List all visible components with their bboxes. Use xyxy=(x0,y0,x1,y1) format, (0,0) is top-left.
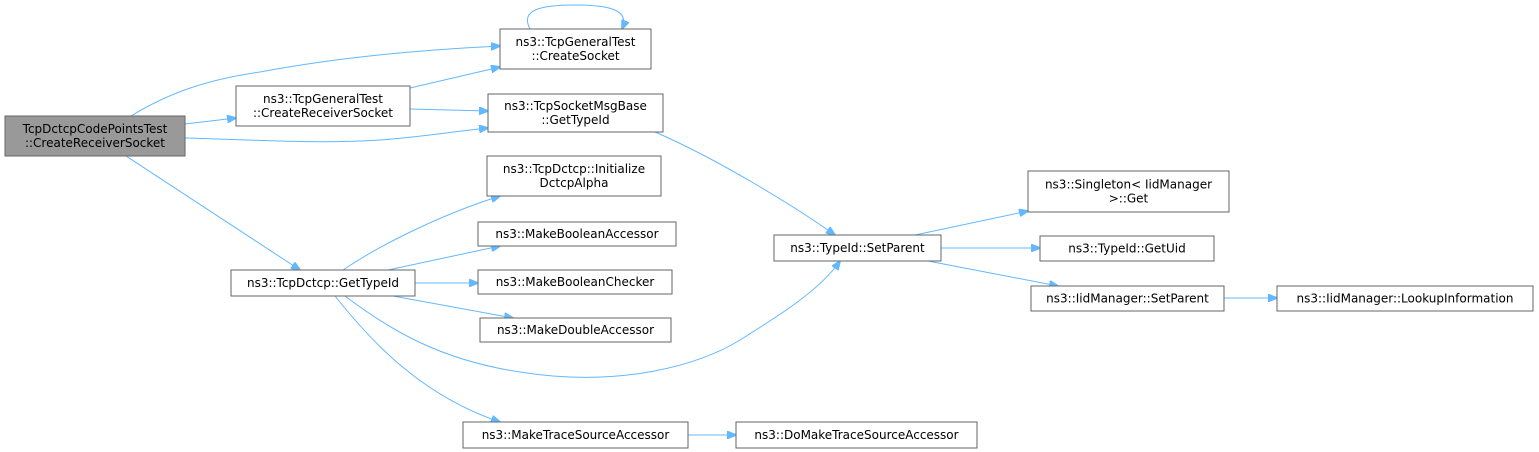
node-box xyxy=(487,93,664,133)
node-label: ns3::TcpGeneralTest xyxy=(515,35,635,49)
edge-general-receiver-to-socket-msg-base xyxy=(409,109,488,111)
call-edges xyxy=(125,4,1277,435)
node-general-create-receiver-socket[interactable]: ns3::TcpGeneralTest::CreateReceiverSocke… xyxy=(235,85,411,127)
node-label: ::CreateReceiverSocket xyxy=(253,106,393,120)
node-label: ns3::IidManager::SetParent xyxy=(1046,292,1209,306)
node-make-boolean-accessor[interactable]: ns3::MakeBooleanAccessor xyxy=(477,221,677,247)
node-box xyxy=(499,28,652,70)
node-box xyxy=(735,421,978,449)
node-iid-manager-set-parent[interactable]: ns3::IidManager::SetParent xyxy=(1030,285,1225,312)
node-type-id-get-uid[interactable]: ns3::TypeId::GetUid xyxy=(1039,235,1215,262)
node-do-make-trace-source-accessor[interactable]: ns3::DoMakeTraceSourceAccessor xyxy=(735,421,978,449)
edge-dctcp-to-make-double-accessor xyxy=(392,295,513,318)
node-box xyxy=(235,85,411,127)
node-box xyxy=(1030,285,1225,312)
node-label: ns3::TypeId::GetUid xyxy=(1068,242,1186,256)
node-make-boolean-checker[interactable]: ns3::MakeBooleanChecker xyxy=(477,269,673,295)
node-make-trace-source-accessor[interactable]: ns3::MakeTraceSourceAccessor xyxy=(462,421,689,449)
node-socket-msg-base-get-type-id[interactable]: ns3::TcpSocketMsgBase::GetTypeId xyxy=(487,93,664,133)
node-label: ns3::IidManager::LookupInformation xyxy=(1297,292,1514,306)
edge-set-parent-to-iid-manager-set-parent xyxy=(927,260,1058,286)
node-label: ns3::MakeDoubleAccessor xyxy=(497,323,654,337)
node-label: ns3::Singleton< IidManager xyxy=(1045,178,1212,192)
node-label: ns3::MakeTraceSourceAccessor xyxy=(482,428,670,442)
edge-dctcp-to-make-trace-source-accessor xyxy=(334,295,500,422)
node-box xyxy=(1027,170,1230,213)
node-label: TcpDctcpCodePointsTest xyxy=(22,122,168,136)
node-label: ns3::TypeId::SetParent xyxy=(790,241,925,255)
node-box xyxy=(477,269,673,295)
node-label: ::CreateReceiverSocket xyxy=(25,136,165,150)
call-nodes: TcpDctcpCodePointsTest::CreateReceiverSo… xyxy=(4,28,1534,449)
node-label: ns3::TcpSocketMsgBase xyxy=(504,99,647,113)
node-label: ns3::MakeBooleanChecker xyxy=(496,275,655,289)
edge-root-to-general-create-socket xyxy=(130,46,500,117)
node-label: ::GetTypeId xyxy=(541,113,609,127)
edge-dctcp-to-type-id-set-parent xyxy=(344,261,840,378)
edge-set-parent-to-singleton xyxy=(914,211,1028,236)
node-box xyxy=(486,155,662,197)
node-root[interactable]: TcpDctcpCodePointsTest::CreateReceiverSo… xyxy=(4,115,186,157)
node-box xyxy=(1276,285,1534,312)
node-label: ns3::DoMakeTraceSourceAccessor xyxy=(754,428,958,442)
edge-root-to-general-create-receiver-socket xyxy=(184,118,236,125)
node-label: ns3::TcpDctcp::Initialize xyxy=(503,162,645,176)
node-box xyxy=(4,115,186,157)
node-box xyxy=(773,234,942,262)
node-label: >::Get xyxy=(1109,192,1149,206)
node-label: ::CreateSocket xyxy=(531,49,619,63)
edge-general-create-socket-self xyxy=(527,4,623,29)
edge-root-to-dctcp-get-type-id xyxy=(125,155,300,270)
node-box xyxy=(477,221,677,247)
node-general-create-socket[interactable]: ns3::TcpGeneralTest::CreateSocket xyxy=(499,28,652,70)
node-box xyxy=(1039,235,1215,262)
node-iid-manager-lookup-information[interactable]: ns3::IidManager::LookupInformation xyxy=(1276,285,1534,312)
node-label: ns3::TcpDctcp::GetTypeId xyxy=(247,276,399,290)
node-type-id-set-parent[interactable]: ns3::TypeId::SetParent xyxy=(773,234,942,262)
node-box xyxy=(479,317,672,343)
node-label: ns3::TcpGeneralTest xyxy=(263,92,383,106)
node-label: DctcpAlpha xyxy=(540,176,609,190)
node-box xyxy=(462,421,689,449)
node-box xyxy=(230,269,416,297)
edge-general-receiver-to-create-socket xyxy=(409,67,500,89)
node-singleton-get[interactable]: ns3::Singleton< IidManager>::Get xyxy=(1027,170,1230,213)
edge-root-to-socket-msg-base xyxy=(184,128,488,143)
edge-socket-msg-base-to-type-id-set-parent xyxy=(654,131,835,235)
node-dctcp-get-type-id[interactable]: ns3::TcpDctcp::GetTypeId xyxy=(230,269,416,297)
node-label: ns3::MakeBooleanAccessor xyxy=(495,227,658,241)
node-make-double-accessor[interactable]: ns3::MakeDoubleAccessor xyxy=(479,317,672,343)
edge-dctcp-to-initialize-alpha xyxy=(342,196,500,271)
edge-dctcp-to-make-boolean-accessor xyxy=(387,246,500,271)
